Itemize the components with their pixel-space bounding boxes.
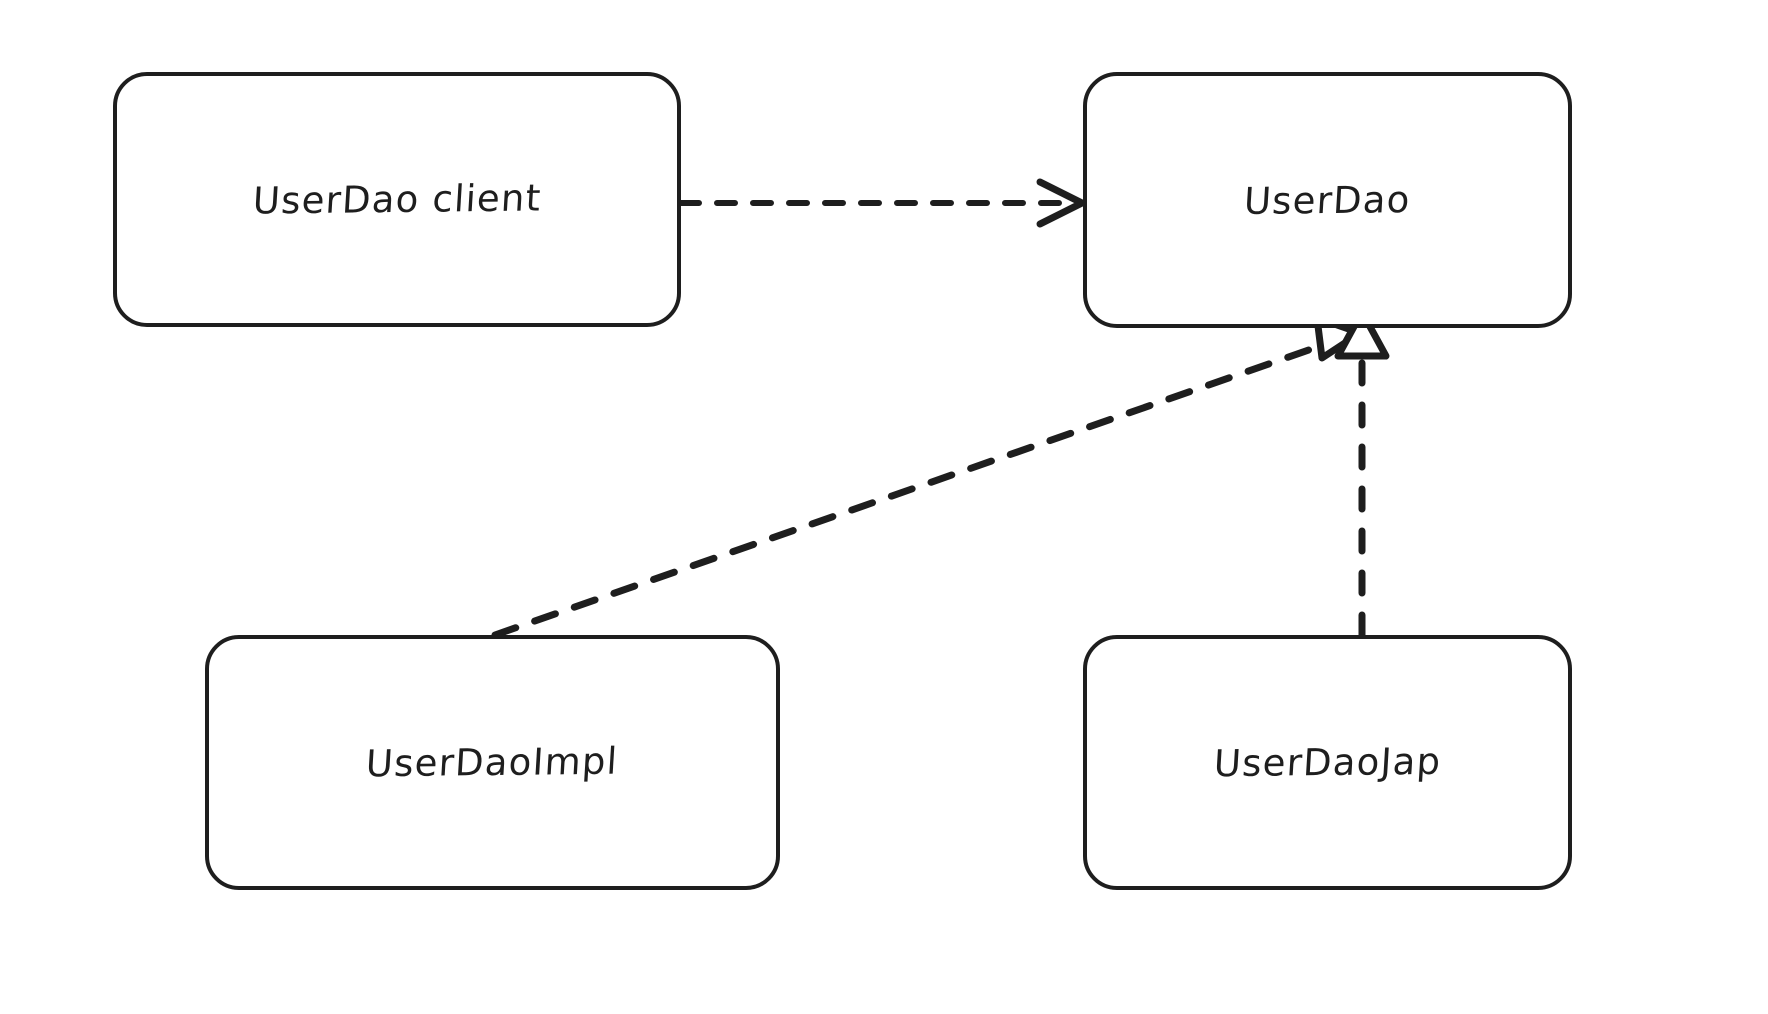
node-userdao-client[interactable]: UserDao client bbox=[113, 72, 681, 327]
node-userdao[interactable]: UserDao bbox=[1083, 72, 1572, 328]
node-label: UserDaoImpl bbox=[365, 739, 620, 786]
hollow-triangle-arrowhead-icon bbox=[1334, 308, 1390, 360]
node-label: UserDaoJap bbox=[1212, 739, 1443, 786]
edge-realization-impl-to-userdao[interactable] bbox=[491, 314, 1364, 639]
node-userdaoimpl[interactable]: UserDaoImpl bbox=[205, 635, 780, 890]
node-userdaojap[interactable]: UserDaoJap bbox=[1083, 635, 1572, 890]
open-arrowhead-icon bbox=[1036, 178, 1086, 228]
edge-realization-jap-to-userdao[interactable] bbox=[1334, 308, 1390, 639]
node-label: UserDao bbox=[1242, 177, 1413, 223]
realization-dashed-line-impl bbox=[491, 342, 1324, 639]
node-label: UserDao client bbox=[251, 176, 543, 223]
edge-dependency-client-to-userdao[interactable] bbox=[678, 178, 1086, 228]
